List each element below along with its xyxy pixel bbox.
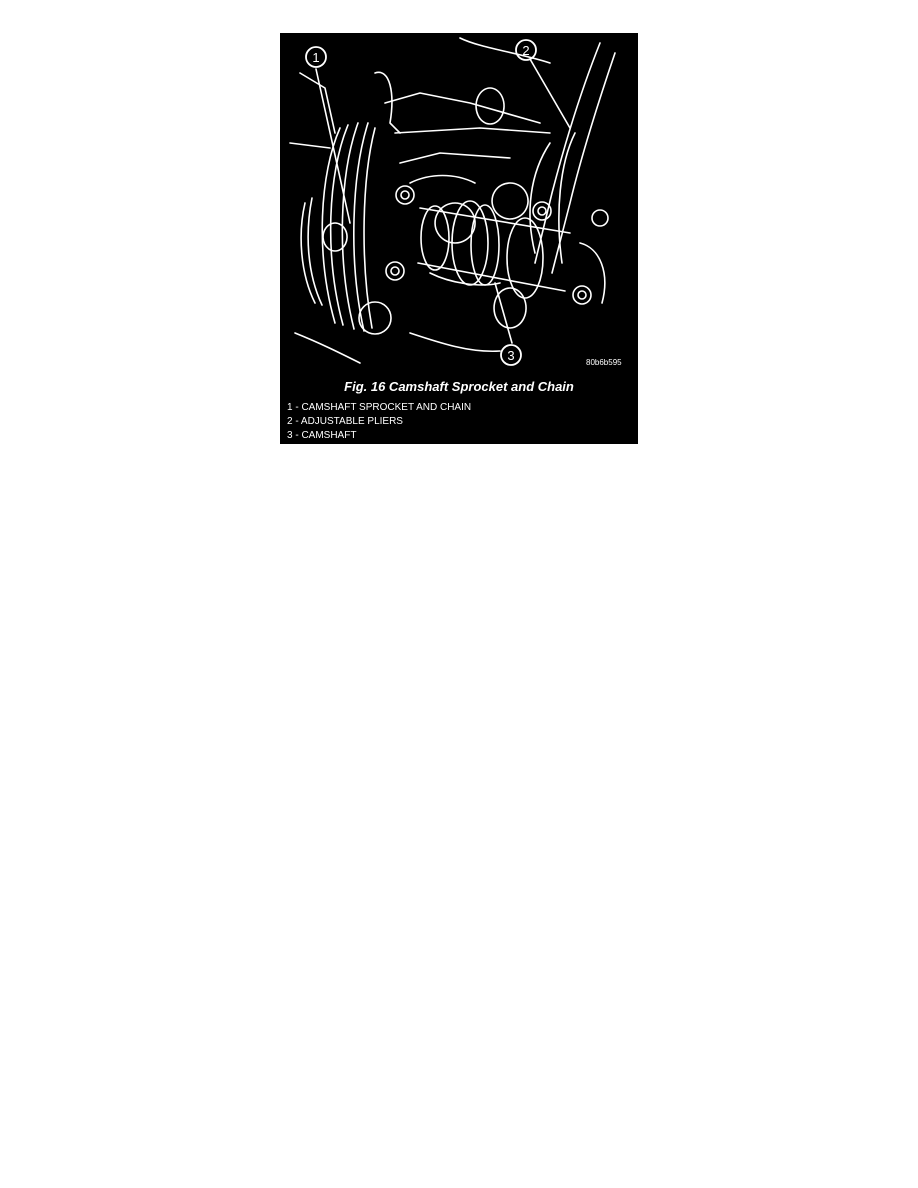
sprocket-and-chain-art <box>289 72 376 364</box>
adjustable-pliers-art <box>529 42 616 304</box>
callout-1: 1 <box>312 50 319 65</box>
legend-item: 2 - ADJUSTABLE PLIERS <box>287 416 403 427</box>
figure-legend: 1 - CAMSHAFT SPROCKET AND CHAIN 2 - ADJU… <box>287 401 471 443</box>
camshaft-art <box>417 200 571 299</box>
figure-caption: Fig. 16 Camshaft Sprocket and Chain <box>344 379 574 394</box>
legend-item: 1 - CAMSHAFT SPROCKET AND CHAIN <box>287 402 472 413</box>
callout-leaders <box>315 58 571 344</box>
engine-illustration: 1 2 3 <box>289 37 616 366</box>
legend-item: 3 - CAMSHAFT <box>287 430 357 441</box>
callout-2: 2 <box>522 43 529 58</box>
cylinder-head-art <box>358 37 609 353</box>
callout-3: 3 <box>507 348 514 363</box>
figure-panel: 1 2 3 80b6b595 Fig. 16 Camshaft Sprocket… <box>280 33 638 444</box>
image-code: 80b6b595 <box>586 358 622 367</box>
